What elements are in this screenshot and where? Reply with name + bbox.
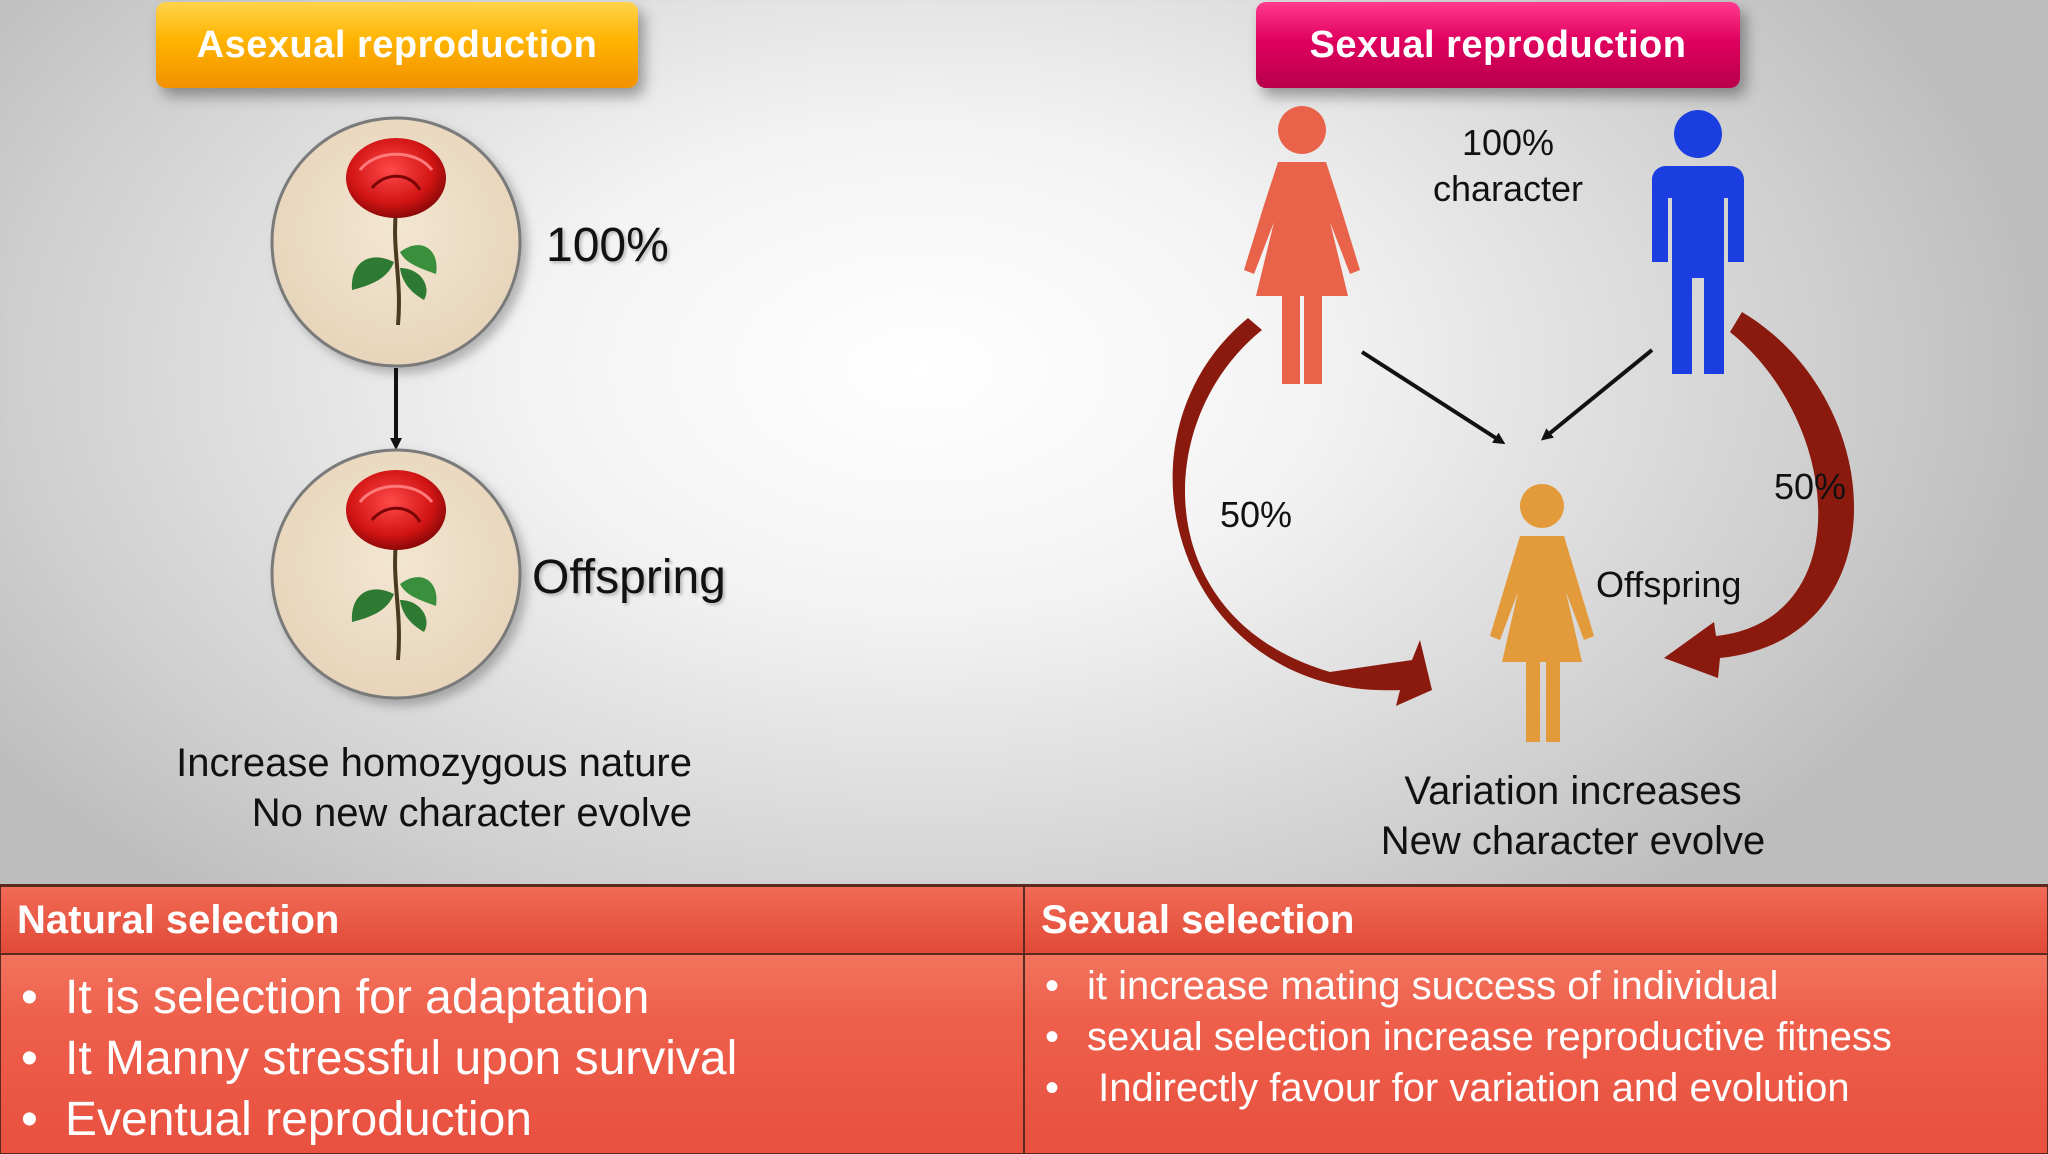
- bullet-icon: •: [21, 971, 38, 1024]
- list-item: • it increase mating success of individua…: [1025, 961, 2047, 1012]
- female-parent-icon: [1244, 106, 1360, 384]
- reproduction-diagram: [270, 106, 1855, 742]
- left-inheritance-curved-arrow: [1172, 318, 1432, 706]
- asexual-note-2: No new character evolve: [251, 791, 692, 835]
- asexual-offspring-label: Offspring: [532, 551, 726, 604]
- list-item-text: sexual selection increase reproductive f…: [1087, 1015, 1892, 1059]
- bullet-icon: •: [1045, 1015, 1060, 1059]
- natural-selection-header: Natural selection: [0, 886, 1024, 954]
- asexual-note-1: Increase homozygous nature: [176, 741, 692, 785]
- list-item: • sexual selection increase reproductive …: [1025, 1012, 2047, 1063]
- list-item: • It is selection for adaptation: [1, 967, 1023, 1028]
- list-item: • Eventual reproduction: [1, 1089, 1023, 1150]
- bullet-icon: •: [21, 1032, 38, 1085]
- parents-percent: 100%: [1461, 122, 1555, 163]
- list-item-text: Indirectly favour for variation and evol…: [1087, 1066, 1850, 1110]
- bullet-icon: •: [1045, 1066, 1060, 1110]
- right-inheritance-curved-arrow: [1664, 312, 1855, 678]
- sexual-selection-cell: • it increase mating success of individua…: [1024, 954, 2048, 1154]
- natural-selection-cell: • It is selection for adaptation • It Mann…: [0, 954, 1024, 1154]
- left-percent-label: 50%: [1220, 494, 1293, 535]
- parent-rose-icon: [346, 138, 446, 326]
- sexual-selection-header: Sexual selection: [1024, 886, 2048, 954]
- list-item-text: It is selection for adaptation: [65, 971, 650, 1024]
- sexual-selection-list: • it increase mating success of individua…: [1025, 955, 2047, 1114]
- list-item: • Indirectly favour for variation and ev…: [1025, 1063, 2047, 1114]
- parent-percent-label: 100%: [546, 219, 669, 272]
- selection-comparison-table: Natural selection Sexual selection • It i…: [0, 884, 2048, 1154]
- parents-character: character: [1432, 168, 1584, 209]
- right-percent-label: 50%: [1774, 466, 1847, 507]
- natural-selection-list: • It is selection for adaptation • It Mann…: [1, 955, 1023, 1150]
- female-to-offspring-arrow: [1360, 350, 1506, 445]
- asexual-notes: Increase homozygous nature No new charac…: [100, 738, 692, 838]
- sexual-note-1: Variation increases: [1404, 769, 1742, 813]
- bullet-icon: •: [21, 1093, 38, 1146]
- sexual-note-2: New character evolve: [1380, 819, 1766, 863]
- parents-character-label: 100% character: [1400, 120, 1616, 212]
- list-item-text: Eventual reproduction: [65, 1093, 532, 1146]
- list-item-text: it increase mating success of individual: [1087, 964, 1779, 1008]
- offspring-rose-icon: [346, 470, 446, 661]
- offspring-female-icon: [1490, 484, 1594, 742]
- male-to-offspring-arrow: [1540, 348, 1654, 441]
- asexual-reproduction-title: Asexual reproduction: [156, 2, 638, 88]
- sexual-reproduction-title: Sexual reproduction: [1256, 2, 1740, 88]
- sexual-notes: Variation increases New character evolve: [1330, 766, 1816, 866]
- bullet-icon: •: [1045, 964, 1060, 1008]
- list-item-text: It Manny stressful upon survival: [65, 1032, 738, 1085]
- list-item: • It Manny stressful upon survival: [1, 1028, 1023, 1089]
- sexual-offspring-label: Offspring: [1596, 564, 1742, 605]
- male-parent-icon: [1652, 110, 1744, 374]
